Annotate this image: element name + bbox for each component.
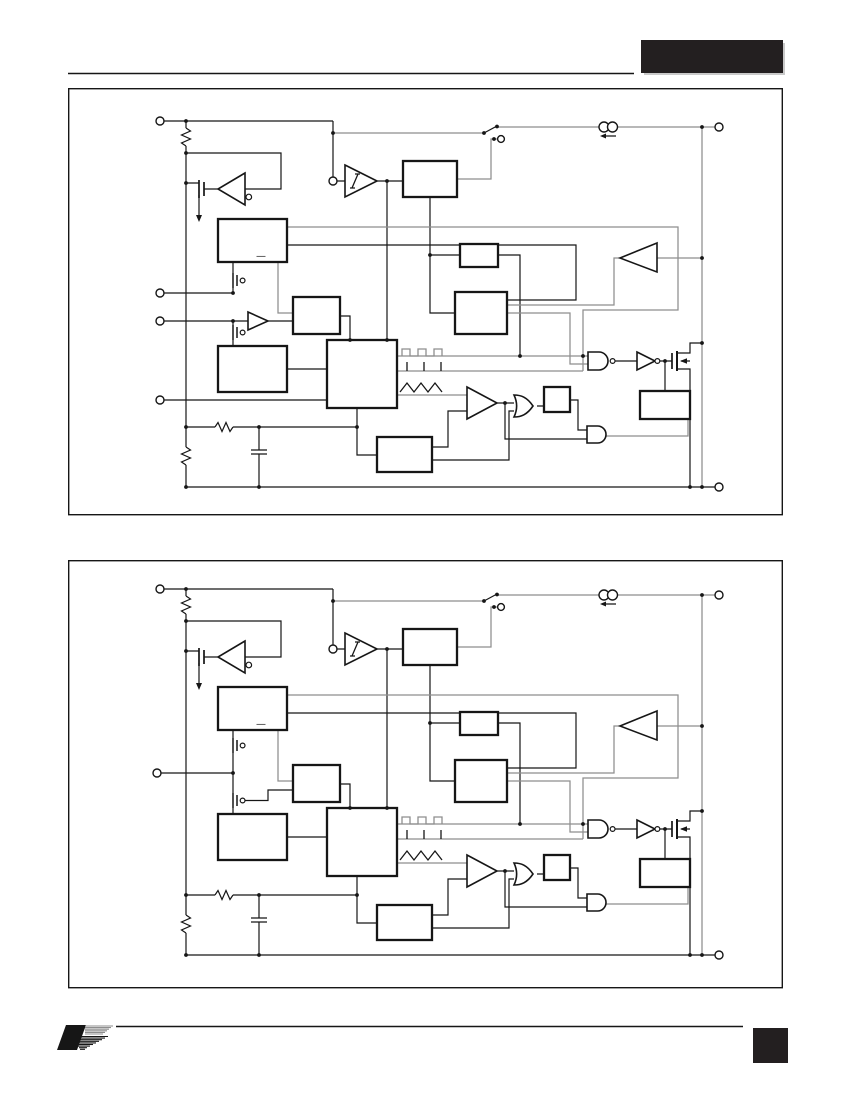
figure-2-block-diagram: — bbox=[67, 560, 783, 989]
pin-left-3 bbox=[155, 316, 165, 326]
figure-1-border bbox=[67, 87, 783, 516]
gate-bubble-icon bbox=[239, 329, 246, 336]
mosfet-icon bbox=[232, 793, 246, 808]
input-buffer-icon bbox=[247, 310, 270, 332]
figure-1-left-pins bbox=[155, 262, 327, 405]
page-header bbox=[68, 40, 785, 75]
gate-bubble-icon bbox=[239, 277, 246, 284]
mosfet-icon bbox=[232, 325, 246, 340]
minus-label: — bbox=[256, 719, 266, 730]
gate-bubble-icon bbox=[239, 797, 246, 804]
footer-page-block bbox=[753, 1028, 788, 1063]
minus-label: — bbox=[256, 251, 266, 262]
page-footer bbox=[57, 1025, 788, 1063]
figure-2-left-pins bbox=[152, 730, 293, 814]
gate-bubble-icon bbox=[239, 742, 246, 749]
pin-left-4 bbox=[155, 395, 165, 405]
mosfet-icon bbox=[232, 738, 246, 753]
company-logo-icon bbox=[57, 1025, 113, 1050]
figure-2-border bbox=[67, 560, 783, 989]
pin-left-mid bbox=[152, 768, 162, 778]
mosfet-icon bbox=[232, 273, 246, 288]
figure-1-block-diagram: — bbox=[67, 87, 783, 516]
header-banner bbox=[641, 40, 783, 73]
pin-left-2 bbox=[155, 288, 165, 298]
